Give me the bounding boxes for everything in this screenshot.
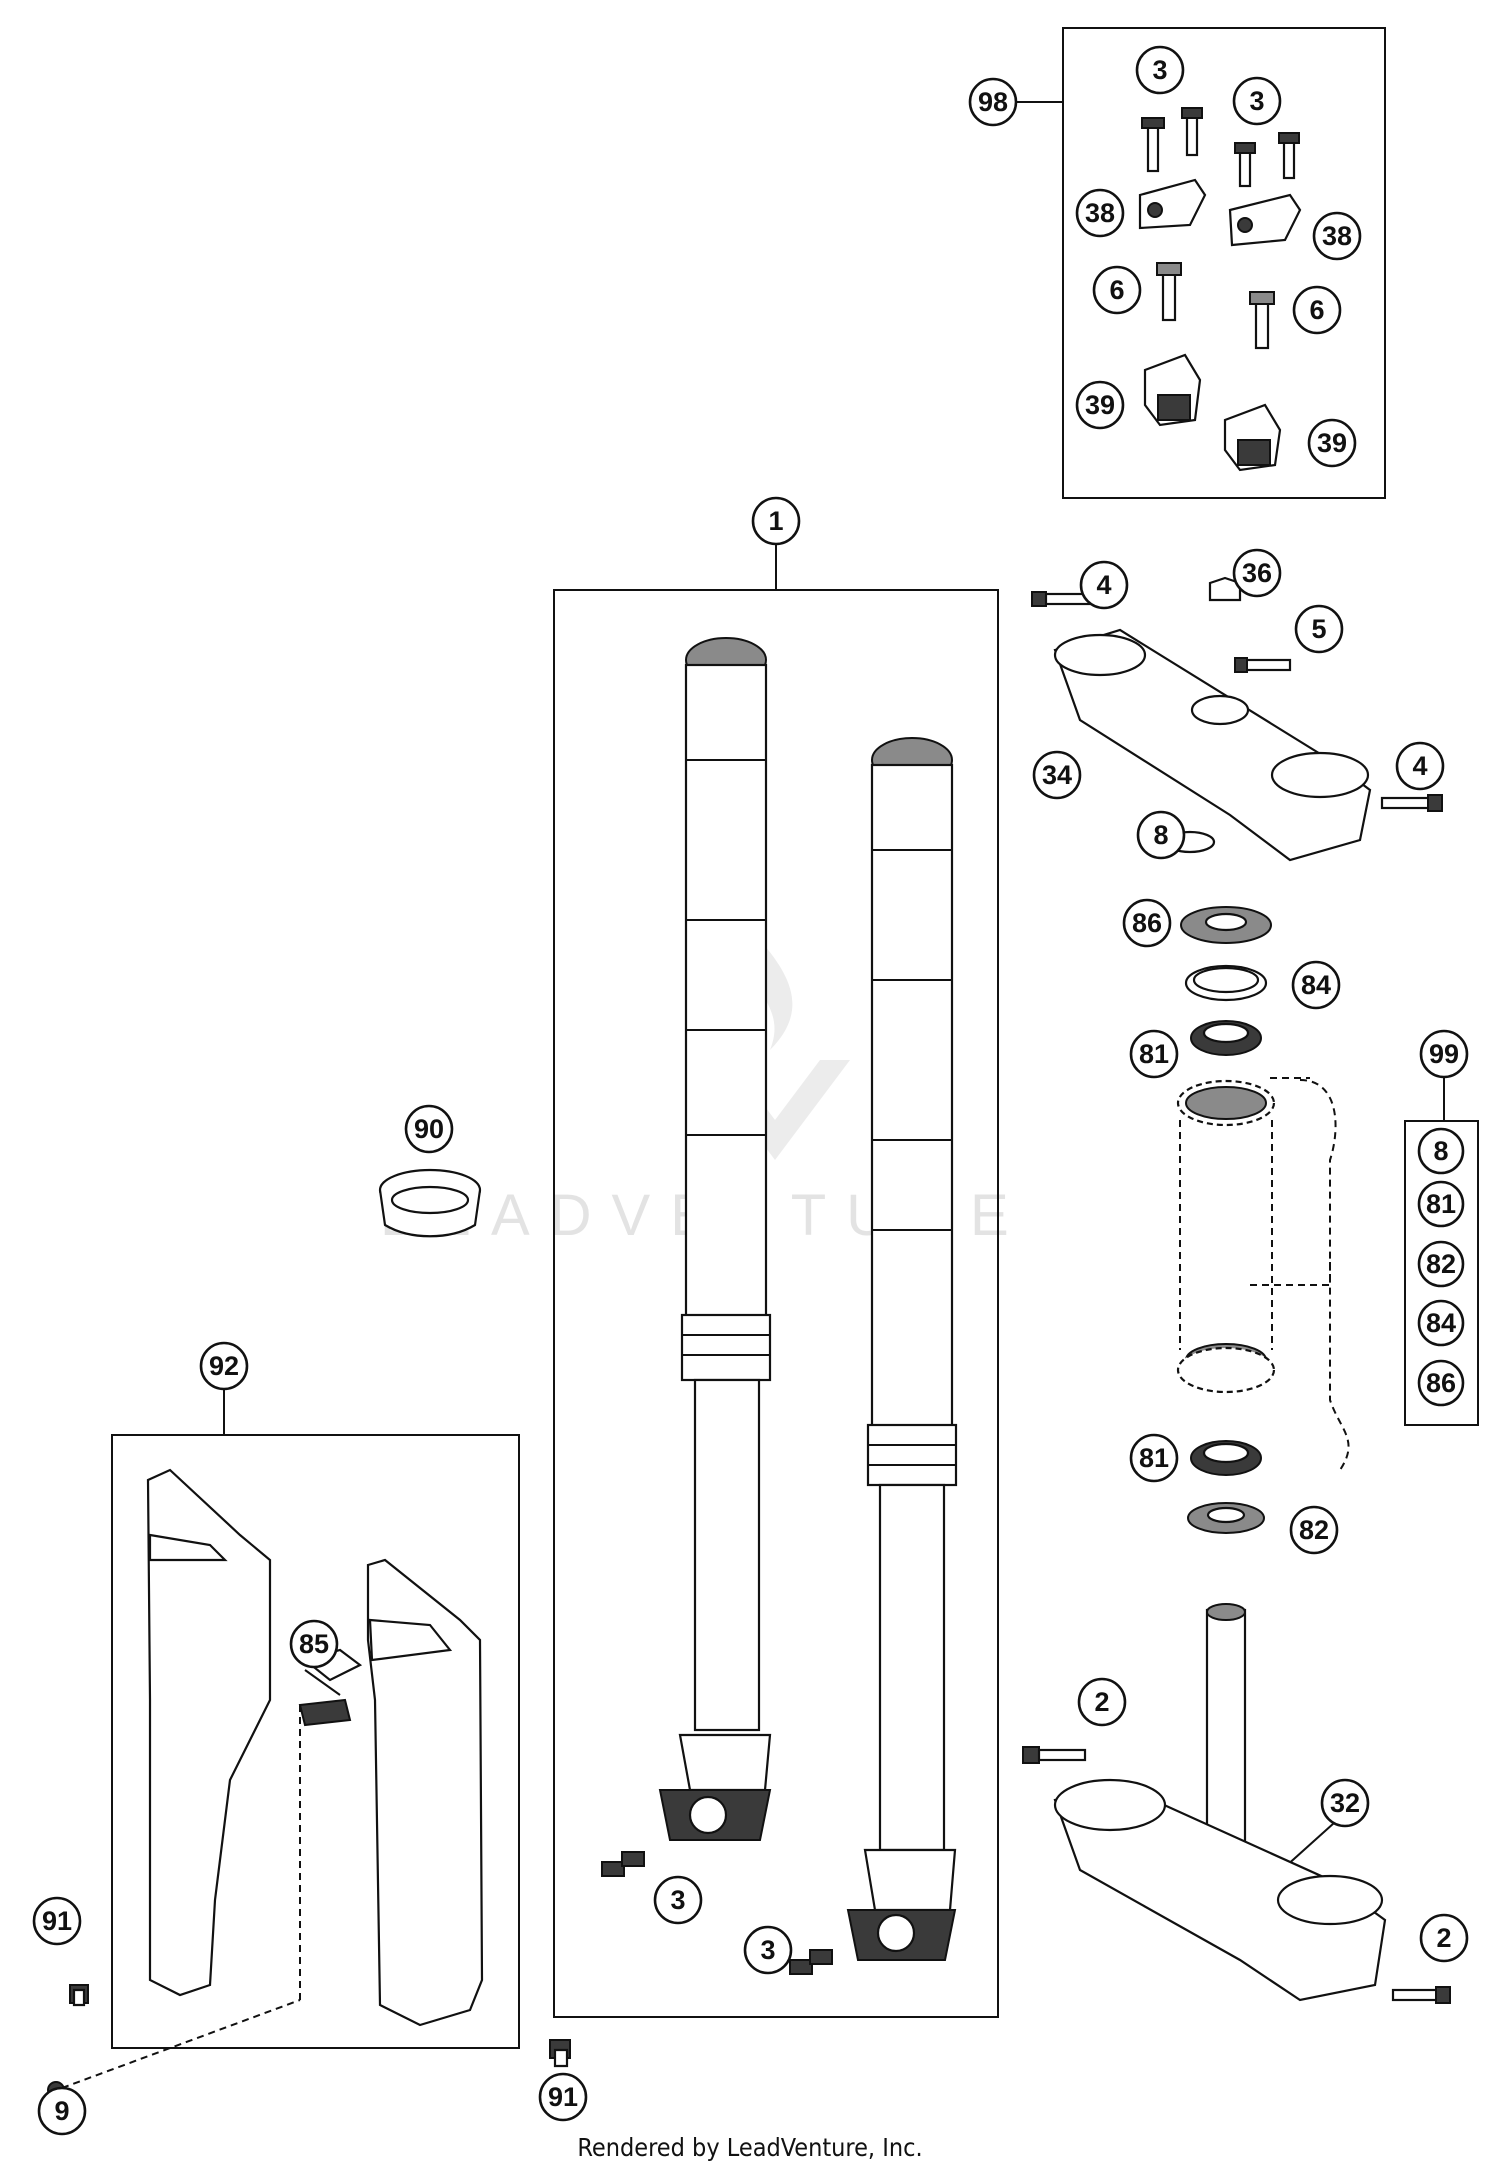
- upper-clamp-parts: [1138, 178, 1302, 247]
- callout-3-kit-right: 3: [1232, 76, 1282, 126]
- callout-3-clamp-left: 3: [653, 1875, 703, 1925]
- callout-2-right: 2: [1419, 1913, 1469, 1963]
- svg-text:8: 8: [1153, 820, 1168, 850]
- callout-39-left: 39: [1075, 380, 1125, 430]
- callout-9: 9: [37, 2086, 87, 2136]
- callout-98: 98: [968, 77, 1018, 127]
- clamp-studs: [1156, 262, 1275, 350]
- svg-text:99: 99: [1429, 1039, 1459, 1069]
- fork-leg-left: [658, 637, 772, 1841]
- kit-99-item-82: 82: [1417, 1240, 1465, 1288]
- kit-99-item-81: 81: [1417, 1180, 1465, 1228]
- svg-text:4: 4: [1096, 570, 1111, 600]
- svg-text:81: 81: [1139, 1443, 1169, 1473]
- svg-text:3: 3: [1152, 55, 1167, 85]
- kit-99-list: 8 81 82 84 86: [1417, 1127, 1465, 1407]
- callout-99: 99: [1419, 1029, 1469, 1079]
- callout-91-bottom: 91: [538, 2072, 588, 2122]
- callout-6-right: 6: [1292, 285, 1342, 335]
- callout-2-left: 2: [1077, 1677, 1127, 1727]
- svg-text:36: 36: [1242, 558, 1272, 588]
- steering-bearings: [1176, 906, 1276, 1534]
- kit-99-item-84: 84: [1417, 1299, 1465, 1347]
- fork-guard-box: [111, 1434, 520, 2049]
- callout-34: 34: [1032, 750, 1082, 800]
- svg-text:82: 82: [1299, 1515, 1329, 1545]
- callout-4-lower: 4: [1395, 741, 1445, 791]
- svg-text:91: 91: [548, 2082, 578, 2112]
- callout-4-upper: 4: [1079, 560, 1129, 610]
- callout-84: 84: [1291, 960, 1341, 1010]
- svg-text:91: 91: [42, 1906, 72, 1936]
- svg-text:3: 3: [670, 1885, 685, 1915]
- svg-text:34: 34: [1042, 760, 1072, 790]
- callout-8: 8: [1136, 810, 1186, 860]
- lower-clamp-parts: [1143, 353, 1282, 472]
- svg-text:2: 2: [1436, 1923, 1451, 1953]
- svg-text:90: 90: [414, 1114, 444, 1144]
- axle-clamp-screws: [601, 1851, 833, 1975]
- callout-39-right: 39: [1307, 418, 1357, 468]
- kit-98-box: [1062, 27, 1386, 499]
- svg-text:32: 32: [1330, 1788, 1360, 1818]
- callout-38-right: 38: [1312, 211, 1362, 261]
- small-bolts: [47, 1984, 571, 2099]
- callout-91-left: 91: [32, 1896, 82, 1946]
- svg-text:81: 81: [1139, 1039, 1169, 1069]
- svg-text:8: 8: [1433, 1136, 1448, 1166]
- svg-text:86: 86: [1426, 1368, 1456, 1398]
- svg-text:1: 1: [768, 506, 783, 536]
- callout-86: 86: [1122, 898, 1172, 948]
- kit-99-box: [1404, 1120, 1479, 1426]
- callout-85: 85: [289, 1619, 339, 1669]
- svg-text:3: 3: [1249, 86, 1264, 116]
- svg-text:9: 9: [54, 2096, 69, 2126]
- callout-36: 36: [1232, 548, 1282, 598]
- svg-text:98: 98: [978, 87, 1008, 117]
- handlebar-clamp-kit: [1138, 107, 1302, 472]
- callout-81-lower: 81: [1129, 1433, 1179, 1483]
- svg-text:38: 38: [1322, 221, 1352, 251]
- kit-99-item-86: 86: [1417, 1359, 1465, 1407]
- svg-text:84: 84: [1426, 1308, 1456, 1338]
- svg-text:4: 4: [1412, 751, 1427, 781]
- svg-text:6: 6: [1109, 275, 1124, 305]
- callout-92: 92: [199, 1341, 249, 1391]
- fork-leg-right: [846, 737, 958, 1961]
- svg-text:39: 39: [1085, 390, 1115, 420]
- upper-triple-clamp: [1031, 576, 1443, 862]
- leader-lines: [61, 101, 1445, 2089]
- callout-3-kit-left: 3: [1135, 45, 1185, 95]
- svg-text:3: 3: [760, 1935, 775, 1965]
- callout-5: 5: [1294, 604, 1344, 654]
- svg-text:85: 85: [299, 1629, 329, 1659]
- svg-text:92: 92: [209, 1351, 239, 1381]
- kit-99-item-8: 8: [1417, 1127, 1465, 1175]
- lower-triple-clamp: [1022, 1603, 1451, 2004]
- svg-text:2: 2: [1094, 1687, 1109, 1717]
- svg-text:86: 86: [1132, 908, 1162, 938]
- render-credit: Rendered by LeadVenture, Inc.: [577, 2133, 923, 2162]
- callout-38-left: 38: [1075, 188, 1125, 238]
- svg-text:5: 5: [1311, 614, 1326, 644]
- svg-text:84: 84: [1301, 970, 1331, 1000]
- svg-text:6: 6: [1309, 295, 1324, 325]
- svg-text:38: 38: [1085, 198, 1115, 228]
- callout-81-upper: 81: [1129, 1029, 1179, 1079]
- svg-text:82: 82: [1426, 1249, 1456, 1279]
- svg-text:81: 81: [1426, 1189, 1456, 1219]
- fork-guards: [146, 1468, 484, 2027]
- callout-90: 90: [404, 1104, 454, 1154]
- callout-32: 32: [1320, 1778, 1370, 1828]
- fork-protector-ring: [378, 1168, 482, 1238]
- callout-82: 82: [1289, 1505, 1339, 1555]
- svg-text:39: 39: [1317, 428, 1347, 458]
- callout-6-left: 6: [1092, 265, 1142, 315]
- callout-1: 1: [751, 496, 801, 546]
- clamp-bolts: [1141, 107, 1300, 188]
- callout-3-clamp-right: 3: [743, 1925, 793, 1975]
